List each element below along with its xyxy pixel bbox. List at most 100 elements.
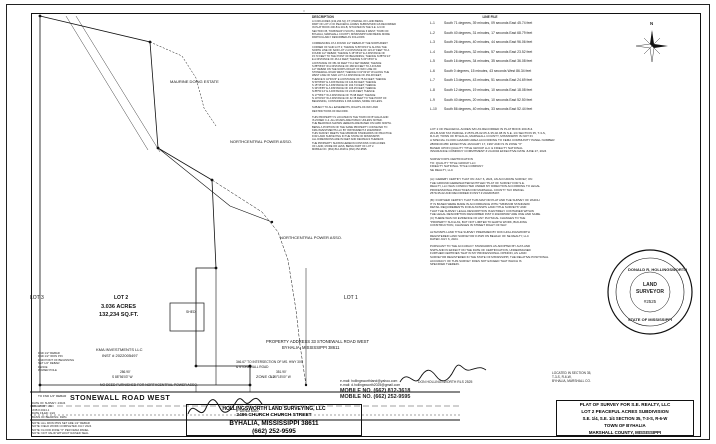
line-call: South 86 degrees, 40 minutes, 33 seconds… [444, 107, 533, 112]
certification-line: SURVEYOR REGISTERED IN THE STATE OF MISS… [430, 255, 549, 260]
lot-3-label: LOT 3 [30, 295, 44, 301]
north-label: N [650, 21, 654, 26]
adjoiner-northcentral-1: NORTHCENTRAL POWER ASSO. [230, 139, 293, 144]
description-line: COMMENCING AT A FOUND 1/2" REBAR AT THE … [312, 42, 388, 46]
rebar-marker [194, 364, 198, 368]
description-line: OF LAND, MORE OR LESS, BEING PART OF LOT… [312, 144, 375, 148]
seal-name: DONALD R. HOLLINGSWORTH [628, 267, 688, 272]
company-box: HOLLINGSWORTH LAND SURVEYING, LLC 2496 C… [186, 404, 362, 436]
line-call: South 26 degrees, 40 minutes, 44 seconds… [444, 40, 533, 45]
lot-2-boundary [39, 15, 251, 386]
zone-label: ZONE C-2 [256, 374, 275, 379]
area-sqft: 132,234 SQ.FT. [99, 312, 139, 318]
certification-line: REGISTERED LAND SURVEYOR # 2525 ON BEHAL… [430, 233, 529, 238]
line-call: South 12 degrees, 19 minutes, 10 seconds… [444, 88, 533, 93]
flood-note-line: 201-B AND TAX PARCEL # 2579-35-02.05 & 3… [430, 130, 546, 135]
certification-line: PURSUANT TO THE ACCURACY STANDARDS AS AD… [430, 244, 531, 249]
seal-state: STATE OF MISSISSIPPI [627, 317, 673, 322]
road-name: STONEWALL ROAD WEST [70, 393, 171, 402]
to-rebar-label: TO FND 1/2" REBAR [38, 394, 67, 398]
description-line: FOR LAND SURVEYING IN THE STATE OF MISSI… [312, 135, 381, 139]
certification-line: PROFESSIONAL PRACTICES FOR MARSHALL COUN… [430, 187, 525, 192]
description-line: PART OF LOT 2 OF PEACEFUL ACRES SUBDIVIS… [312, 23, 397, 27]
description-line: E A DISTANCE OF 46.14 FEET; THENCE S 00°… [312, 58, 377, 62]
rebar-marker [38, 383, 42, 387]
hwy-note-1: 346.67' TO INTERSECTION OF MS. HWY 309 [236, 360, 303, 364]
certification-line: IT IS BASED WERE MADE IN ACCORDANCE WITH… [430, 201, 530, 206]
surveyor-signature [399, 364, 487, 383]
description-line: WEST LINE OF SAID LOT 2 A DISTANCE OF 45… [312, 74, 382, 78]
line-table-row: L-1 South 71 degrees, 39 minutes, 09 seco… [430, 20, 590, 30]
line-id: L-9 [430, 97, 435, 102]
line-table-row: L-10 South 86 degrees, 40 minutes, 33 sec… [430, 106, 590, 116]
line-call: South 13 degrees, 43 minutes, 51 seconds… [444, 78, 533, 83]
surveyor-for-line: SE REALTY, LLC [430, 168, 454, 173]
certification-line: REALTY, LLC WAS CONDUCTED UNDER MY DIREC… [430, 184, 541, 189]
description-line: FOUND 1/2" REBAR; THENCE S 15°35'10" E A… [312, 51, 386, 55]
description-line: BEGINNING, CONTAINING 3.036 ACRES, MORE … [312, 99, 383, 103]
line-call: South 26 degrees, 32 minutes, 57 seconds… [444, 49, 533, 54]
survey-info: DATE OF SURVEY: 4/9/24 DRAWN BY: JG JOB … [32, 401, 67, 419]
description-line: N 88°51'14" E A DISTANCE OF 24.66 FEET; … [312, 90, 375, 94]
location-note: LOCATED IN SECTION 35, T-3-S, R-6-W, BYH… [552, 371, 592, 383]
line-id: L-7 [430, 78, 435, 83]
lot-2-label: LOT 2 [114, 295, 129, 301]
line-table-row: L-7 South 13 degrees, 43 minutes, 51 seco… [430, 77, 590, 87]
line-call: South 71 degrees, 39 minutes, 09 seconds… [444, 20, 533, 25]
line-id: L-8 [430, 88, 435, 93]
certification-line: FURTHER CERTIFIES THAT IN MY PROFESSIONA… [430, 251, 527, 256]
certification-line: CONSTRUCTION, CHANGES IN STREET RIGHT OF… [430, 223, 508, 228]
company-name: HOLLINGSWORTH LAND SURVEYING, LLC [222, 406, 326, 412]
description-line: NORTH LINE OF SAID LOT 2 A DISTANCE OF 1… [312, 48, 390, 52]
rebar-marker [304, 383, 308, 387]
shed-outline [169, 302, 205, 332]
owner-label: KMA INVESTMENTS LLC [96, 347, 143, 352]
rebar-marker [248, 383, 252, 387]
signature-caption: DON HOLLINGSWORTH RLS 2525 [418, 380, 473, 384]
certification-line: 2579-35-02 AND RECORDED IN INST # 202200… [430, 191, 500, 196]
area-acres: 3.036 ACRES [101, 304, 136, 310]
description-line: CORNER OF SAID LOT 2; THENCE N 89°29'13"… [312, 45, 387, 49]
contact-block: e-mail: hollingsworthland@yahoo.com e-ma… [340, 379, 411, 401]
seal-surveyor: SURVEYOR [636, 289, 664, 295]
rebar-marker [156, 146, 160, 150]
certification-line: ACCURACY OF THIS SURVEY DOES NOT EXCEED … [430, 258, 522, 263]
description-line: IN PLAT BOOK 200-B & 201-B, SITUATED IN … [312, 26, 386, 30]
property-address-1: PROPERTY ADDRESS 33 STONEWALL ROAD WEST [266, 339, 370, 344]
surveyor-seal [607, 249, 693, 335]
adjoiner-maurine: MAURINE DOING ESTATE [170, 79, 219, 84]
line-id: L-10 [430, 107, 437, 112]
certification-line: "PROPERTY SUCH AS, BUT NOT LIMITED TO EA… [430, 219, 528, 224]
surveyor-for-line: TO: QUALITY TITLE GROUP LLC [430, 160, 476, 165]
description-line: N 17°58'47" W A DISTANCE OF 75.98 FEET; … [312, 93, 376, 97]
description-line: A DISTANCE OF 351.90 FEET TO A SET REBAR… [312, 61, 382, 65]
line-call: South 0 degrees, 15 minutes, 43 seconds … [444, 68, 532, 73]
description-line: A 3.036 ACRES (132,234 SQ. FT.) PARCEL O… [312, 19, 384, 23]
certification-line: NSPS AND IN EFFECT ON THE DATE OF CERTIF… [430, 247, 531, 252]
title-line-4: TOWN OF BYHALIA [604, 423, 646, 428]
rebar-marker [210, 178, 214, 182]
description-line: 1/2" REBAR ON THE NORTH RIGHT OF WAY LIN… [312, 67, 377, 71]
line-id: L-1 [430, 20, 435, 25]
flood-note-line: R-6-W, TOWN OF BYHALIA, MARSHALL COUNTY,… [430, 134, 533, 139]
bottom-bearing-left: S 88°56'03" W [112, 375, 133, 379]
certification-line: ALTA/NSPS LAND TITLE SURVEY PREPARED BY … [430, 230, 530, 235]
bottom-distance-right: 351.90' [276, 370, 287, 374]
certification-line: THAT THE SURVEY LEGAL DESCRIPTION IS ENT… [430, 208, 534, 213]
line-table-row: L-8 South 12 degrees, 19 minutes, 10 seco… [430, 87, 590, 97]
description-line: BYHALIA, MARSHALL COUNTY, MISSISSIPPI AN… [312, 32, 390, 36]
north-arrow [635, 30, 668, 63]
no-deed-note: NO DEED FURNISHED FOR NORTHCENTRAL POWER… [100, 383, 198, 387]
description-line: PARTICULARLY DESCRIBED AS FOLLOWS: [312, 35, 366, 39]
company-street: 2496 CHURCH CHURCH STREET [236, 413, 312, 418]
seal-land: LAND [643, 282, 657, 288]
description-line: N 59°08'30" E A DISTANCE OF 124.83 FEET;… [312, 80, 377, 84]
water-main-label: 8" WATER MAIN [236, 409, 259, 413]
